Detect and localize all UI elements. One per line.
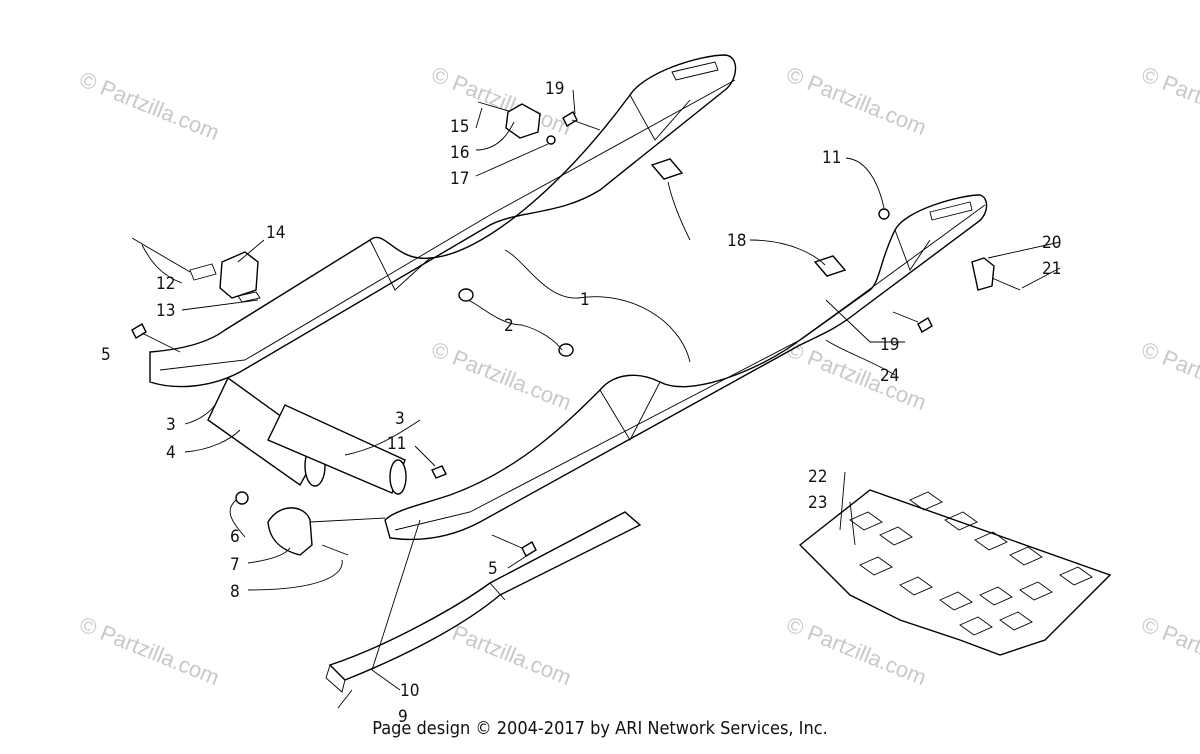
callout-1: 1: [580, 290, 590, 310]
callout-13: 13: [156, 301, 175, 321]
leader-lines: [141, 89, 1061, 691]
callout-16: 16: [450, 143, 469, 163]
callout-7: 7: [230, 555, 240, 575]
callout-9: 9: [398, 707, 408, 727]
callout-5: 5: [488, 559, 498, 579]
callout-15: 15: [450, 117, 469, 137]
watermark-text: © Partzilla.com: [76, 66, 223, 145]
callout-19: 19: [880, 335, 899, 355]
callout-14: 14: [266, 223, 285, 243]
callout-3: 3: [166, 415, 176, 435]
watermark-text: © Partzilla.com: [1138, 336, 1200, 415]
callout-17: 17: [450, 169, 469, 189]
watermark-text: © Partzilla.com: [1138, 611, 1200, 690]
callout-20: 20: [1042, 233, 1061, 253]
callout-24: 24: [880, 366, 899, 386]
watermark-text: © Partzilla.com: [783, 61, 930, 140]
track-clip-assembly: [798, 489, 1112, 656]
cross-shafts: [207, 376, 407, 495]
callout-19: 19: [545, 79, 564, 99]
front-rail: [384, 194, 988, 541]
callout-23: 23: [808, 493, 827, 513]
watermark-text: © Partzilla.com: [783, 336, 930, 415]
wear-slide: [325, 511, 642, 693]
watermark-text: © Partzilla.com: [428, 336, 575, 415]
callout-labels: 19 15 16 17 14 12 13 1 2 18 11 20 21 19 …: [101, 79, 1061, 727]
callout-11: 11: [387, 434, 406, 454]
callout-2: 2: [504, 316, 514, 336]
callout-11: 11: [822, 148, 841, 168]
callout-10: 10: [400, 681, 419, 701]
callout-4: 4: [166, 443, 176, 463]
callout-21: 21: [1042, 259, 1061, 279]
callout-8: 8: [230, 582, 240, 602]
watermark-text: © Partzilla.com: [76, 611, 223, 690]
callout-6: 6: [230, 527, 240, 547]
rear-rail: [149, 54, 737, 388]
watermark-text: © Partzilla.com: [1138, 61, 1200, 140]
hardware-parts: [131, 101, 1021, 709]
callout-12: 12: [156, 274, 175, 294]
callout-22: 22: [808, 467, 827, 487]
page-footer: Page design © 2004-2017 by ARI Network S…: [372, 718, 828, 739]
callout-5: 5: [101, 345, 111, 365]
callout-3: 3: [395, 409, 405, 429]
callout-18: 18: [727, 231, 746, 251]
